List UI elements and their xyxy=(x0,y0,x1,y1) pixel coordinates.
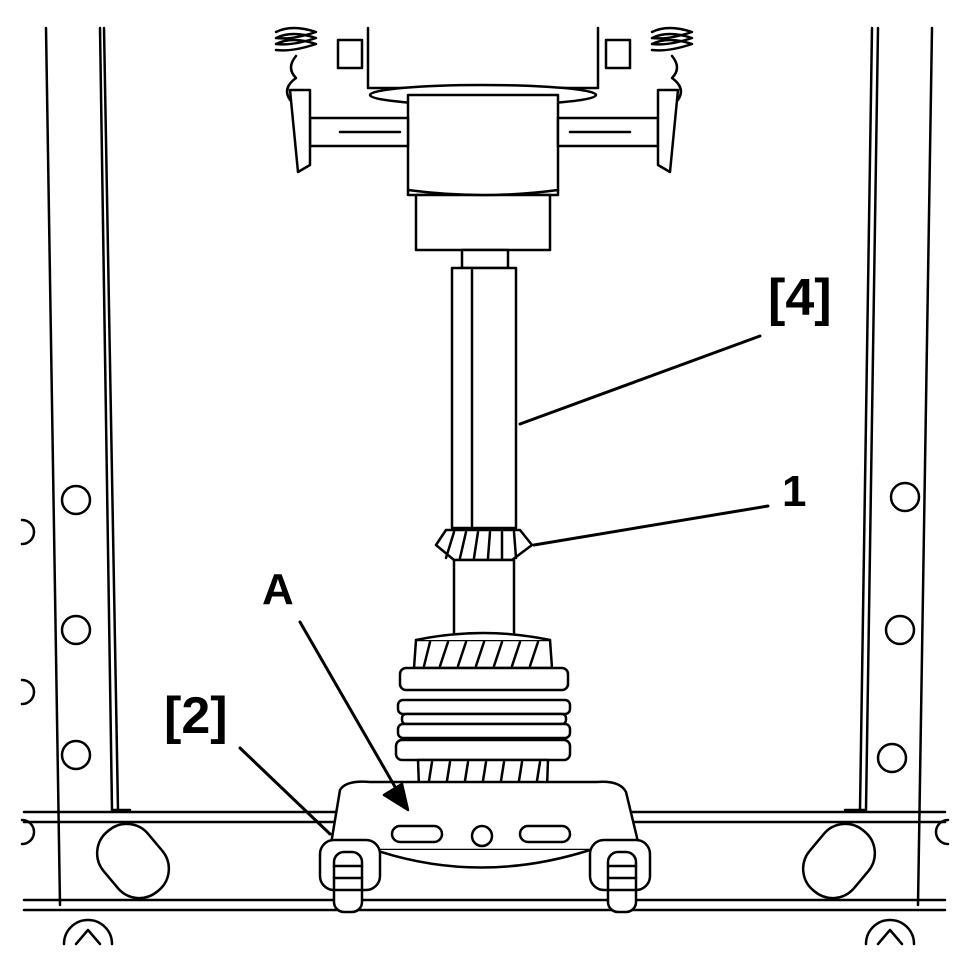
callout-detail-a: A xyxy=(262,565,294,614)
callout-tool-4: [4] xyxy=(768,269,832,327)
leader-a-arrowhead xyxy=(382,782,410,812)
leader-1 xyxy=(532,504,770,547)
press-left-column xyxy=(20,26,132,907)
callout-leaders xyxy=(238,334,770,836)
support-tool xyxy=(318,780,652,914)
ram-crossbar xyxy=(288,88,680,174)
leader-2 xyxy=(238,746,332,836)
callout-tool-2: [2] xyxy=(164,687,228,745)
press-bed xyxy=(22,810,947,946)
bearing xyxy=(434,528,534,562)
leader-a xyxy=(298,620,400,794)
callout-part-1: 1 xyxy=(782,467,807,516)
press-right-column xyxy=(843,26,950,907)
leader-4 xyxy=(518,334,762,426)
drift-tool xyxy=(450,248,518,530)
press-ram xyxy=(336,26,632,252)
shaft xyxy=(452,558,516,644)
